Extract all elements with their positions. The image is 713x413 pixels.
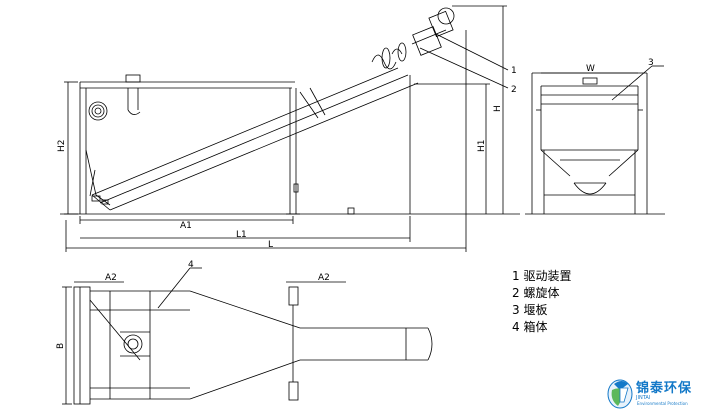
dim-h-label: H: [493, 105, 503, 112]
callout-3: 3: [648, 58, 654, 68]
dim-l-label: L: [268, 240, 273, 250]
dim-l1-label: L1: [236, 230, 247, 240]
dim-b-label: B: [56, 343, 66, 349]
callout-1: 1: [511, 66, 517, 76]
end-view: [525, 65, 665, 215]
logo-name: 锦泰环保: [636, 381, 693, 396]
side-elevation: [60, 5, 520, 252]
dim-w-label: W: [586, 64, 595, 74]
dim-a2-left-label: A2: [105, 273, 117, 283]
legend-item: 2 螺旋体: [512, 286, 560, 300]
dim-a1-label: A1: [180, 221, 192, 231]
plan-view: [62, 267, 433, 405]
callout-4: 4: [188, 260, 194, 270]
dim-h2-label: H2: [57, 140, 67, 153]
dim-h1-label: H1: [477, 140, 487, 153]
callout-2: 2: [511, 85, 517, 95]
dim-a2-right-label: A2: [318, 273, 330, 283]
logo-tagline: Environmental Protection: [637, 401, 688, 406]
legend-item: 3 堰板: [512, 303, 548, 317]
logo-subtitle: JINTAI: [636, 395, 651, 401]
legend-item: 1 驱动装置: [512, 269, 572, 283]
logo-mark-icon: [607, 379, 633, 409]
parts-legend: 1 驱动装置 2 螺旋体 3 堰板 4 箱体: [512, 268, 571, 336]
company-logo: 锦泰环保 JINTAI Environmental Protection: [606, 376, 711, 410]
legend-item: 4 箱体: [512, 320, 548, 334]
